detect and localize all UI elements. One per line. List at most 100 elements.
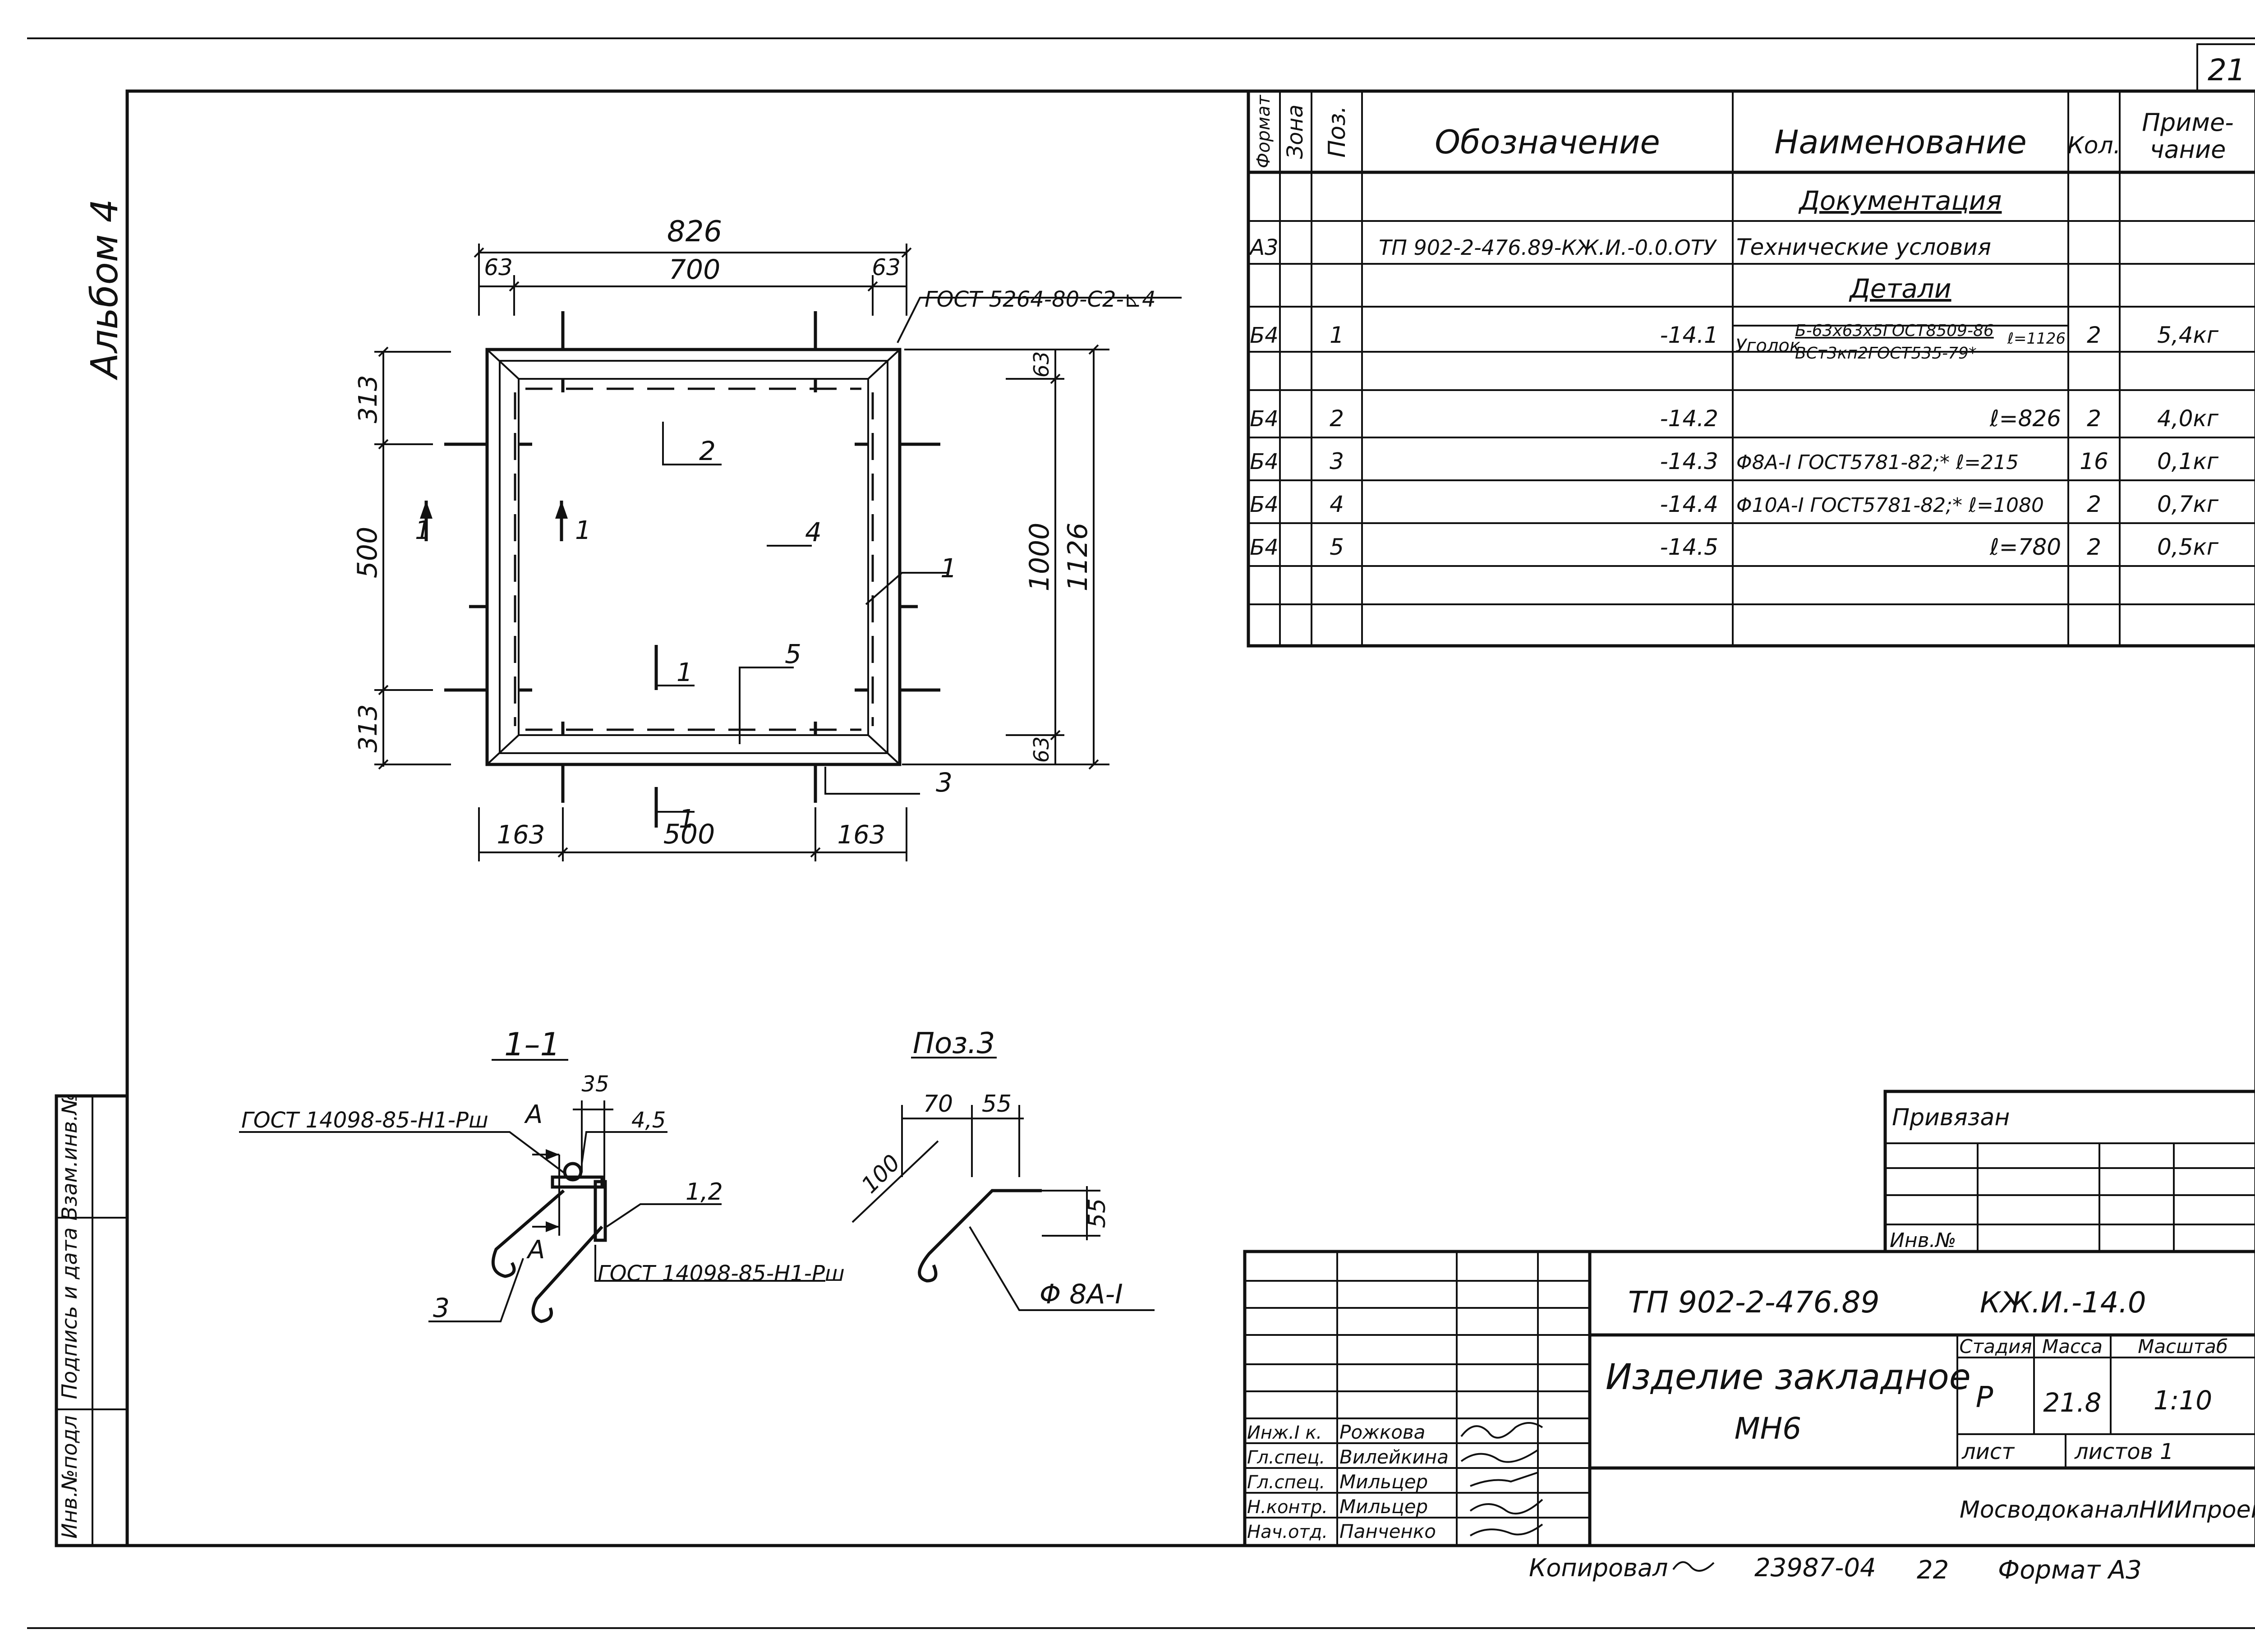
stamp-podpis-data: Подпись и дата xyxy=(57,1227,82,1399)
section-details: Детали xyxy=(1848,273,1951,304)
section-mark-a-bottom: А xyxy=(526,1235,545,1265)
staff-role-1: Инж.I к. xyxy=(1247,1422,1322,1443)
section-pos-12: 1,2 xyxy=(686,1178,723,1206)
dim-bottom-163-left: 163 xyxy=(497,820,545,850)
col-format-header: Формат xyxy=(1253,94,1274,168)
kopiroval-signature xyxy=(1672,1561,1715,1572)
row2-prim: 4,0кг xyxy=(2157,405,2219,432)
row2-format: Б4 xyxy=(1250,406,1278,432)
staff-role-4: Н.контр. xyxy=(1247,1497,1328,1518)
row4-poz: 4 xyxy=(1330,491,1344,517)
privyazan-inv: Инв.№ xyxy=(1890,1229,1956,1252)
row5-format: Б4 xyxy=(1250,535,1278,560)
title-massa-label: Масса xyxy=(2042,1335,2103,1357)
title-stadiya: Р xyxy=(1976,1381,1993,1414)
dim-left-313-bottom: 313 xyxy=(354,704,383,753)
stamp-inv-podl: Инв.№подл xyxy=(57,1415,82,1538)
row1-kol: 2 xyxy=(2087,322,2101,348)
dim-right-63-bottom: 63 xyxy=(1029,736,1054,763)
row1-poz: 1 xyxy=(1330,322,1344,348)
doc-oboznachenie: ТП 902-2-476.89-КЖ.И.-0.0.ОТУ xyxy=(1379,235,1717,260)
row3-format: Б4 xyxy=(1250,449,1278,474)
section-dim-45: 4,5 xyxy=(631,1108,666,1133)
col-zona-header: Зона xyxy=(1283,105,1308,159)
row1-length: ℓ=1126 xyxy=(2007,330,2066,348)
row4-oboznachenie: -14.4 xyxy=(1660,491,1718,517)
row5-naimenovanie: ℓ=780 xyxy=(1989,534,2061,560)
title-listov-label: листов 1 xyxy=(2074,1439,2174,1464)
row3-oboznachenie: -14.3 xyxy=(1660,448,1718,474)
title-project-code: ТП 902-2-476.89 xyxy=(1628,1285,1879,1320)
staff-name-1: Рожкова xyxy=(1339,1421,1425,1443)
dim-total-width: 826 xyxy=(667,215,722,248)
staff-role-5: Нач.отд. xyxy=(1247,1522,1328,1542)
row4-kol: 2 xyxy=(2087,491,2101,517)
plan-pos-4: 4 xyxy=(805,517,822,548)
dim-right-63: 63 xyxy=(872,254,901,281)
footer-order-no: 23987-04 xyxy=(1754,1553,1876,1583)
section-mark-a-top: А xyxy=(524,1100,543,1129)
stamp-vzam-inv: Взам.инв.№ xyxy=(57,1093,82,1220)
row2-poz: 2 xyxy=(1330,405,1344,432)
title-masshtab-label: Масштаб xyxy=(2138,1335,2228,1357)
sheet-number: 21 xyxy=(2208,53,2246,87)
section-documentation: Документация xyxy=(1798,185,2002,216)
poz3-drawing xyxy=(851,1057,1155,1311)
plan-pos-3: 3 xyxy=(936,767,953,798)
privyazan-title: Привязан xyxy=(1892,1104,2010,1131)
row3-poz: 3 xyxy=(1330,448,1344,474)
section-weld-bottom: ГОСТ 14098-85-Н1-Рш xyxy=(598,1261,845,1286)
left-stamp: Инв.№подл Подпись и дата Взам.инв.№ xyxy=(55,1093,129,1547)
row5-oboznachenie: -14.5 xyxy=(1660,534,1718,560)
staff-name-4: Мильцер xyxy=(1339,1496,1428,1518)
staff-role-2: Гл.спец. xyxy=(1247,1447,1325,1468)
row5-kol: 2 xyxy=(2087,534,2101,560)
row3-kol: 16 xyxy=(2080,448,2108,474)
title-list-label: лист xyxy=(1961,1439,2015,1464)
section-mark-left-b: 1 xyxy=(575,516,591,545)
doc-format: А3 xyxy=(1248,235,1278,260)
col-primechanie-header-1: Приме- xyxy=(2142,108,2233,137)
row1-prim: 5,4кг xyxy=(2157,322,2219,348)
dim-right-1000: 1000 xyxy=(1024,523,1055,592)
dim-bottom-163-right: 163 xyxy=(838,820,886,850)
signatures xyxy=(1460,1422,1543,1537)
dim-right-63-top: 63 xyxy=(1029,351,1054,378)
row2-naimenovanie: ℓ=826 xyxy=(1989,405,2061,432)
section-mark-left-a: 1 xyxy=(415,516,431,545)
section-mark-bottom-b: 1 xyxy=(679,805,695,834)
poz3-title: Поз.3 xyxy=(913,1027,995,1060)
row1-oboznachenie: -14.1 xyxy=(1660,322,1718,348)
staff-name-5: Панченко xyxy=(1339,1520,1436,1542)
section-mark-bottom-a: 1 xyxy=(676,658,693,687)
footer-kopiroval: Копировал xyxy=(1529,1554,1668,1582)
spec-table xyxy=(1247,89,2255,648)
staff-role-3: Гл.спец. xyxy=(1247,1472,1325,1493)
section-pos-3: 3 xyxy=(433,1293,450,1323)
row2-kol: 2 xyxy=(2087,405,2101,432)
dim-left-63: 63 xyxy=(484,254,513,281)
title-product-name-2: МН6 xyxy=(1735,1411,1802,1446)
title-organization: МосводоканалНИИпроект xyxy=(1960,1496,2255,1523)
dim-inner-700: 700 xyxy=(669,254,721,285)
title-doc-code: КЖ.И.-14.0 xyxy=(1980,1286,2146,1320)
row3-prim: 0,1кг xyxy=(2157,448,2219,474)
col-primechanie-header-2: чание xyxy=(2150,135,2226,164)
poz3-bar-label: Φ 8А-I xyxy=(1040,1279,1123,1310)
doc-naimenovanie: Технические условия xyxy=(1736,234,1991,260)
row1-name-top: Б-63х63х5ГОСТ8509-86 xyxy=(1795,322,1994,340)
col-poz-header: Поз. xyxy=(1324,106,1351,157)
footer-sheet: 22 xyxy=(1917,1555,1949,1585)
col-kol-header: Кол. xyxy=(2067,132,2121,159)
row4-prim: 0,7кг xyxy=(2157,491,2219,517)
row1-name-prefix: Уголок xyxy=(1735,336,1800,356)
footer-format: Формат А3 xyxy=(1998,1555,2142,1585)
row1-name-bottom: ВСт3кп2ГОСТ535-79* xyxy=(1795,344,1977,363)
row2-oboznachenie: -14.2 xyxy=(1660,405,1718,432)
album-label: Альбом 4 xyxy=(83,199,126,381)
row4-naimenovanie: Φ10А-I ГОСТ5781-82;* ℓ=1080 xyxy=(1736,494,2044,517)
section-weld-top: ГОСТ 14098-85-Н1-Рш xyxy=(241,1108,488,1133)
section-dim-35: 35 xyxy=(581,1072,609,1097)
drawing-frame xyxy=(125,89,2255,1547)
row3-naimenovanie: Φ8А-I ГОСТ5781-82;* ℓ=215 xyxy=(1736,451,2019,474)
